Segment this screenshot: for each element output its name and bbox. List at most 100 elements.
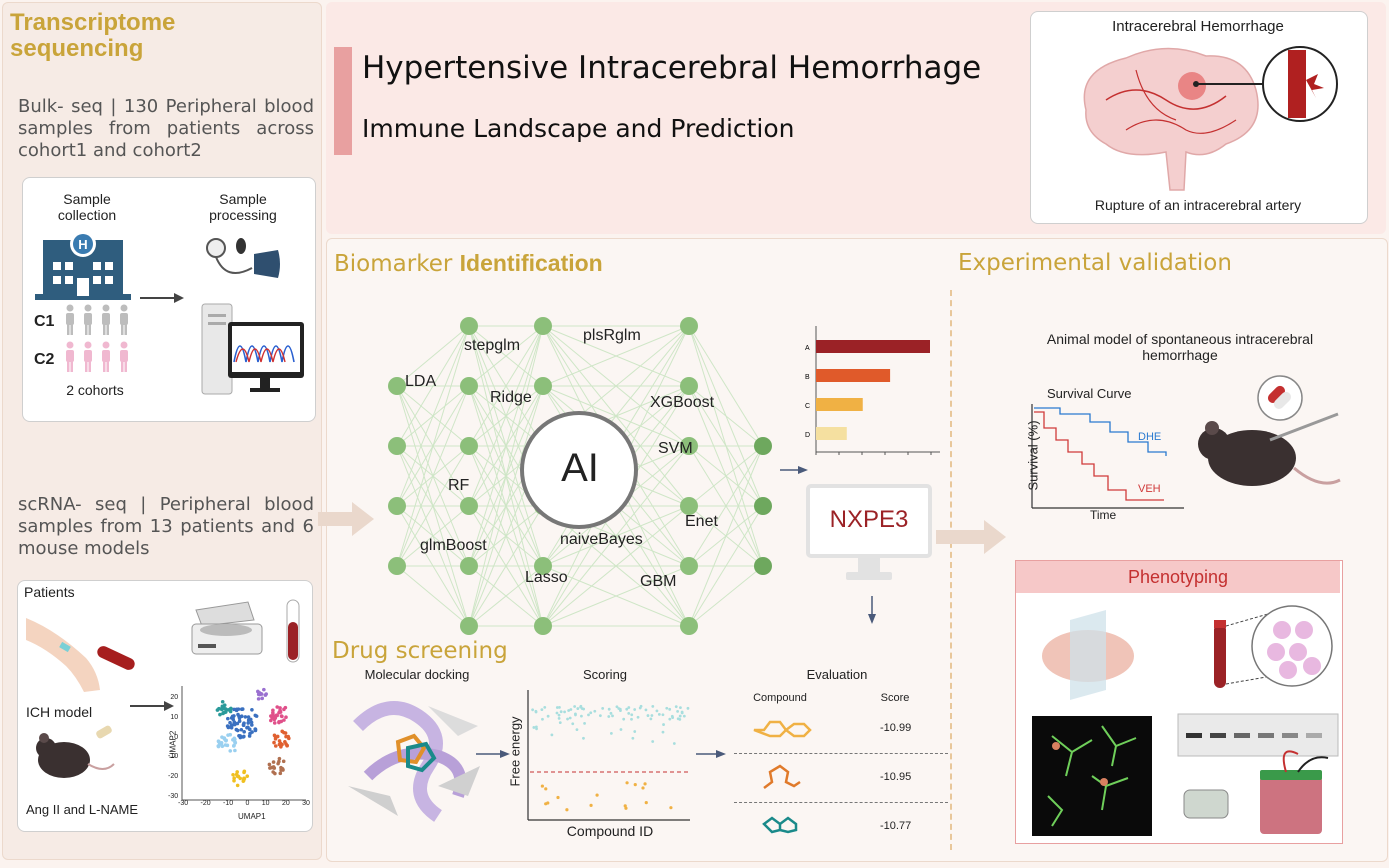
- umap-ytick: -20: [168, 773, 179, 781]
- hospital-icon: H: [35, 231, 131, 300]
- transcriptome-title: Transcriptome sequencing: [10, 10, 175, 62]
- importance-bar: [816, 398, 863, 411]
- eval-divider-2: [734, 802, 948, 803]
- network-node: [754, 437, 772, 455]
- ich-model-label: ICH model: [26, 704, 93, 720]
- people-icons: [66, 304, 128, 372]
- brain-slice-icon: [1042, 610, 1134, 700]
- network-node: [460, 437, 478, 455]
- microscopy-icon: [1032, 716, 1152, 836]
- network-node: [534, 617, 552, 635]
- eval-divider-1: [734, 753, 948, 754]
- arrow-icon-2: [130, 701, 174, 711]
- ich-title: Intracerebral Hemorrhage: [1112, 18, 1284, 35]
- model-stepglm: stepglm: [464, 337, 521, 354]
- patients-label: Patients: [24, 584, 75, 600]
- transcriptome-title-line1: Transcriptome: [10, 9, 176, 36]
- umap-xtick: 10: [261, 800, 270, 807]
- importance-bar: [816, 340, 930, 353]
- model-enet: Enet: [685, 513, 718, 530]
- importance-bar-label: D: [805, 432, 810, 439]
- ich-caption: Rupture of an intracerebral artery: [1094, 197, 1302, 213]
- mouse-icon: [36, 725, 115, 778]
- network-node: [388, 437, 406, 455]
- importance-bar: [816, 427, 847, 440]
- arrow-to-evaluation: [696, 750, 726, 758]
- model-glmboost: glmBoost: [420, 537, 487, 554]
- arm-blood-draw-icon: [26, 618, 135, 692]
- survival-ylabel: Survival (%): [1025, 420, 1041, 491]
- arrow-icon: [140, 293, 184, 303]
- biomarker-title: Biomarker Identification: [334, 250, 603, 277]
- experimental-title: Experimental validation: [958, 250, 1232, 276]
- score-1: -10.99: [880, 722, 912, 734]
- neural-network: [388, 317, 772, 635]
- gene-label: NXPE3: [829, 506, 909, 533]
- blood-tube-icon: [286, 599, 300, 663]
- svg-text:H: H: [78, 237, 87, 252]
- ang-label: Ang II and L-NAME: [26, 802, 138, 817]
- scoring-label: Scoring: [582, 667, 628, 682]
- importance-bar-label: A: [805, 345, 810, 352]
- bulk-seq-text: Bulk- seq | 130 Peripheral blood samples…: [18, 96, 314, 161]
- sample-processing-label: Sample processing: [209, 191, 277, 223]
- umap-xtick: 20: [281, 800, 290, 807]
- survival-xlabel: Time: [1090, 508, 1117, 522]
- network-node: [460, 557, 478, 575]
- scoring-plot: [527, 690, 690, 821]
- c1-label: C1: [34, 313, 55, 330]
- survival-title: Survival Curve: [1047, 386, 1132, 401]
- brain-icon: [1083, 46, 1338, 191]
- umap-xlabel: UMAP1: [238, 812, 266, 821]
- network-node: [680, 617, 698, 635]
- docking-label: Molecular docking: [364, 667, 470, 682]
- umap-plot: [181, 686, 306, 801]
- page-subtitle: Immune Landscape and Prediction: [362, 114, 795, 143]
- model-plsrglm: plsRglm: [583, 327, 641, 344]
- umap-xtick: 0: [245, 800, 250, 807]
- score-header: Score: [880, 692, 910, 704]
- network-node: [754, 557, 772, 575]
- network-node: [388, 377, 406, 395]
- big-arrow-left: [318, 502, 374, 536]
- biomarker-title-a: Biomarker: [334, 251, 460, 277]
- umap-ytick: -10: [168, 753, 179, 761]
- cohorts-label: 2 cohorts: [66, 382, 124, 398]
- animal-model-label: Animal model of spontaneous intracerebra…: [1046, 331, 1314, 363]
- network-node: [534, 557, 552, 575]
- network-node: [460, 617, 478, 635]
- umap-xtick: 30: [302, 800, 310, 807]
- model-gbm: GBM: [640, 573, 677, 590]
- network-node: [534, 377, 552, 395]
- arrow-to-scoring: [476, 750, 510, 758]
- network-node: [680, 377, 698, 395]
- importance-bar: [816, 369, 891, 382]
- arrow-to-bar: [780, 466, 808, 474]
- big-arrow-right: [936, 520, 1006, 554]
- umap-xticks: -30 -20 -10 0 10 20 30: [178, 800, 310, 807]
- section-divider: [950, 290, 952, 850]
- blood-pressure-icon: [206, 238, 280, 278]
- c2-label: C2: [34, 351, 55, 368]
- model-ridge: Ridge: [490, 389, 532, 406]
- umap-ytick: 20: [170, 694, 179, 701]
- free-energy-label: Free energy: [507, 716, 523, 787]
- umap-xtick: -20: [200, 800, 211, 807]
- network-node: [680, 437, 698, 455]
- model-lda: LDA: [405, 373, 437, 390]
- compound-icon: [753, 720, 812, 738]
- network-node: [460, 497, 478, 515]
- network-node: [388, 497, 406, 515]
- network-node: [680, 497, 698, 515]
- biomarker-title-b: Identification: [459, 250, 603, 276]
- veh-label: VEH: [1138, 483, 1161, 495]
- score-3: -10.77: [880, 820, 912, 832]
- mouse-injection-icon: [1198, 375, 1341, 486]
- umap-xtick: -10: [223, 800, 234, 807]
- umap-xtick: -30: [178, 800, 189, 807]
- phenotyping-header: Phenotyping: [1016, 561, 1340, 593]
- model-rf: RF: [448, 477, 470, 494]
- umap-ytick: 0: [174, 733, 179, 741]
- model-svm: SVM: [658, 440, 693, 457]
